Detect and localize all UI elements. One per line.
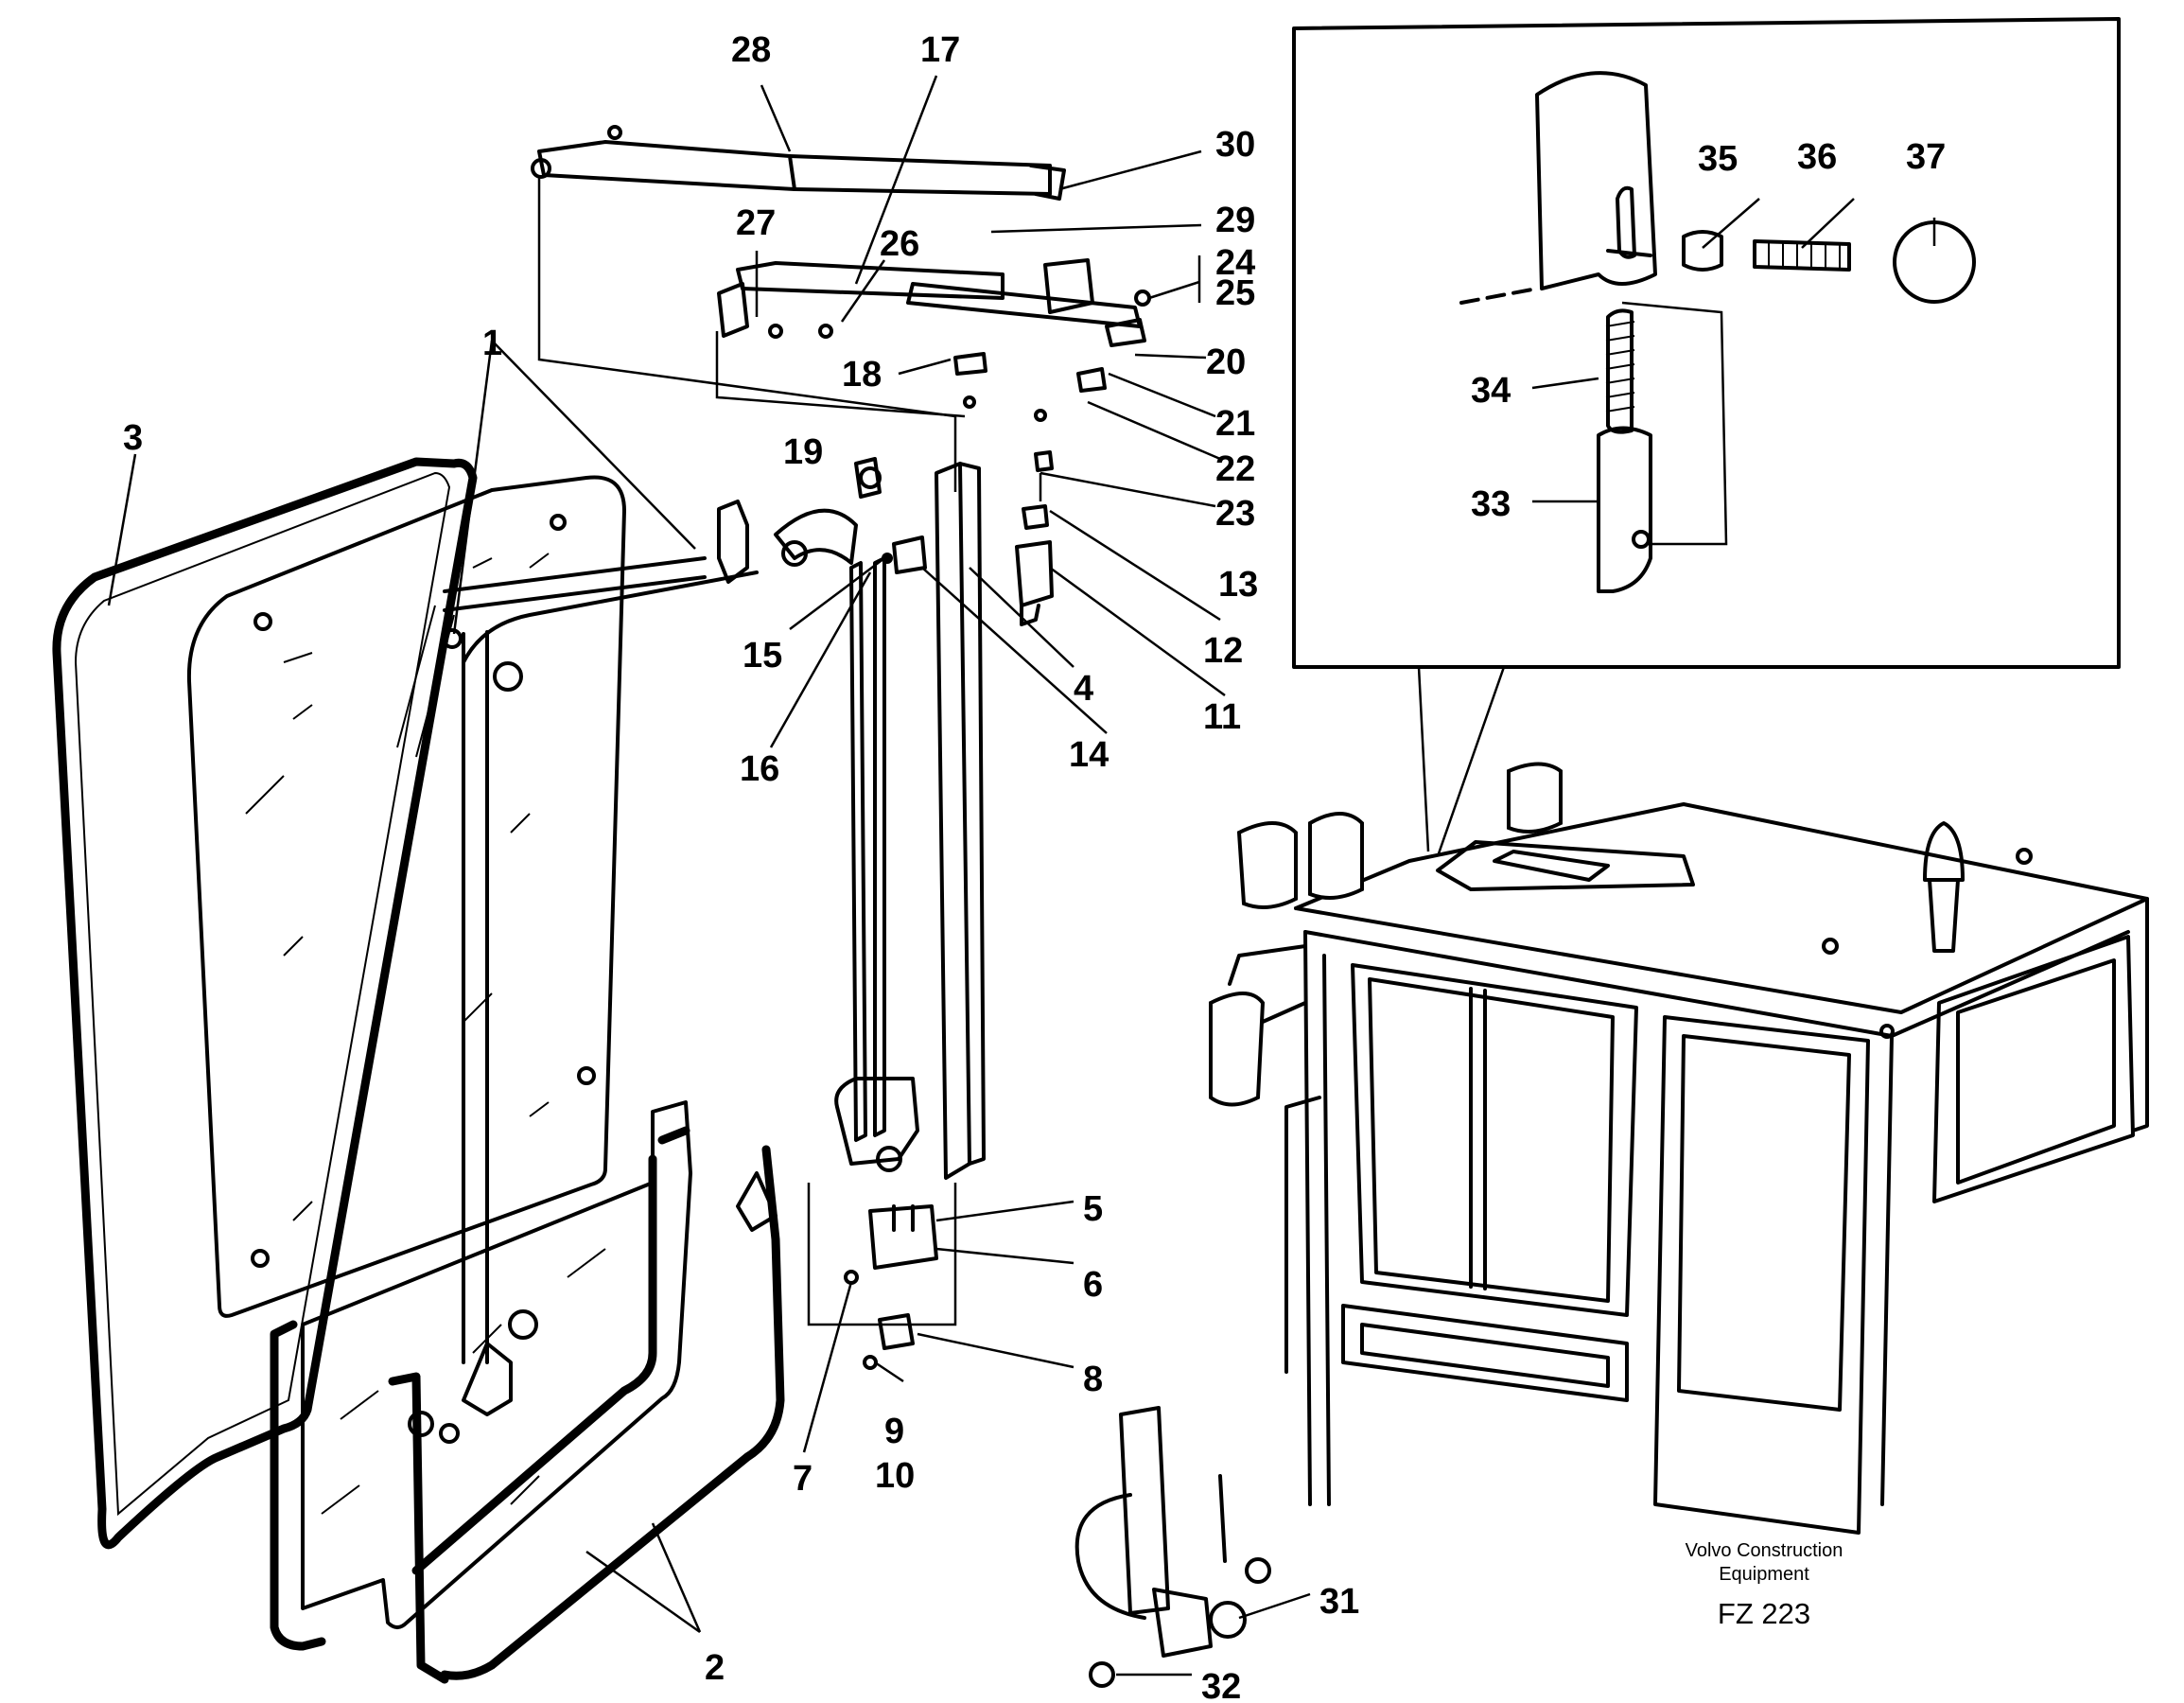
callout-35: 35: [1698, 139, 1738, 179]
window-seal-part-3: [52, 457, 478, 1550]
callout-21: 21: [1215, 404, 1255, 444]
callout-31: 31: [1319, 1582, 1359, 1622]
callout-20: 20: [1206, 342, 1246, 382]
callout-16: 16: [740, 749, 779, 789]
callout-24: 24: [1215, 243, 1255, 283]
callout-23: 23: [1215, 494, 1255, 534]
callout-34: 34: [1471, 371, 1511, 411]
top-rail-assembly: [531, 125, 1151, 492]
vertical-slide-assembly: [834, 457, 986, 1180]
callout-33: 33: [1471, 484, 1511, 524]
inset-latch-detail: [1459, 71, 1976, 593]
leader-lines: [107, 75, 1936, 1677]
callout-19: 19: [783, 432, 823, 472]
callout-28: 28: [731, 30, 771, 70]
callout-4: 4: [1074, 669, 1093, 709]
callout-37: 37: [1906, 137, 1946, 177]
lower-latch-parts: [807, 1183, 957, 1370]
callout-8: 8: [1083, 1360, 1103, 1399]
callout-17: 17: [920, 30, 960, 70]
hinge-rod-assembly: [442, 500, 858, 1416]
callout-26: 26: [880, 224, 919, 264]
callout-25: 25: [1215, 273, 1255, 313]
callout-22: 22: [1215, 449, 1255, 489]
callout-6: 6: [1083, 1265, 1103, 1305]
callout-11: 11: [1203, 697, 1241, 737]
callout-7: 7: [793, 1459, 812, 1499]
cab-body: [1209, 762, 2149, 1535]
callout-13: 13: [1218, 565, 1258, 605]
callout-10: 10: [875, 1456, 915, 1496]
stop-block-parts: [1015, 450, 1054, 626]
callout-5: 5: [1083, 1189, 1103, 1229]
lower-window-pane-part-2: [270, 1100, 785, 1684]
callout-1: 1: [482, 324, 502, 363]
callout-36: 36: [1797, 137, 1837, 177]
callout-14: 14: [1069, 735, 1109, 775]
callout-18: 18: [842, 355, 882, 395]
upper-glass-pane-part-1: [186, 475, 626, 1318]
inset-detail-box: [1292, 17, 2121, 857]
brand-line-1: Volvo Construction: [1686, 1540, 1843, 1561]
figure-footer: Volvo Construction Equipment FZ 223: [1686, 1540, 1843, 1630]
callout-32: 32: [1201, 1667, 1241, 1703]
callout-3: 3: [123, 418, 143, 458]
callout-29: 29: [1215, 201, 1255, 240]
figure-code: FZ 223: [1718, 1597, 1810, 1630]
callout-30: 30: [1215, 125, 1255, 165]
callout-15: 15: [743, 636, 782, 676]
callout-12: 12: [1203, 631, 1243, 671]
brand-line-2: Equipment: [1719, 1564, 1809, 1585]
callout-2: 2: [705, 1648, 725, 1688]
callout-9: 9: [884, 1412, 904, 1451]
pillar-hinge-parts: [1075, 1406, 1271, 1688]
callout-27: 27: [736, 203, 776, 243]
callout-labels: 28 17 30 27 26 29 24 25 18 20 21 19 22 2…: [123, 30, 1946, 1703]
